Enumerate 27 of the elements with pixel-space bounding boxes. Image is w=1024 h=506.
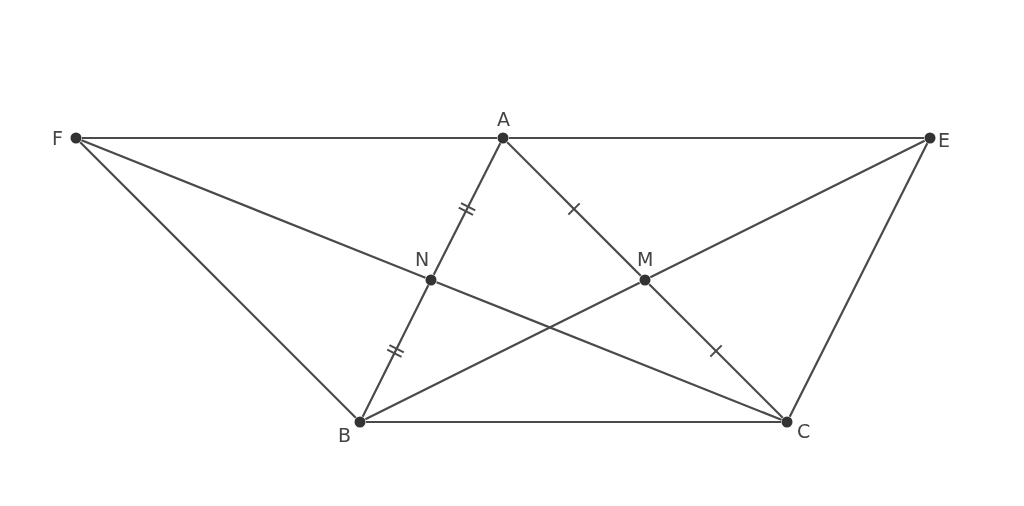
line-segment (648, 283, 784, 419)
line-segment (509, 136, 924, 140)
point-label: E (938, 131, 950, 150)
point-dot (497, 132, 509, 144)
point-dot (425, 274, 437, 286)
point-label: M (637, 250, 654, 269)
line-segment (366, 420, 781, 424)
point-label: C (797, 422, 811, 441)
line-segment (649, 139, 926, 279)
line-segment (506, 141, 642, 277)
line-segment (361, 284, 430, 418)
line-segment (81, 139, 426, 279)
point-dot (639, 274, 651, 286)
point-label: F (52, 129, 63, 148)
line-segment (79, 141, 357, 419)
line-segment (432, 142, 502, 276)
point-dot (70, 132, 82, 144)
line-segment (364, 281, 641, 421)
point-dot (781, 416, 793, 428)
line-segment (436, 281, 782, 421)
point-label: A (497, 110, 510, 129)
line-segment (788, 142, 929, 418)
point-dot (354, 416, 366, 428)
point-label: B (338, 426, 352, 445)
line-segment (82, 136, 497, 140)
point-label: N (415, 250, 430, 269)
point-dot (924, 132, 936, 144)
